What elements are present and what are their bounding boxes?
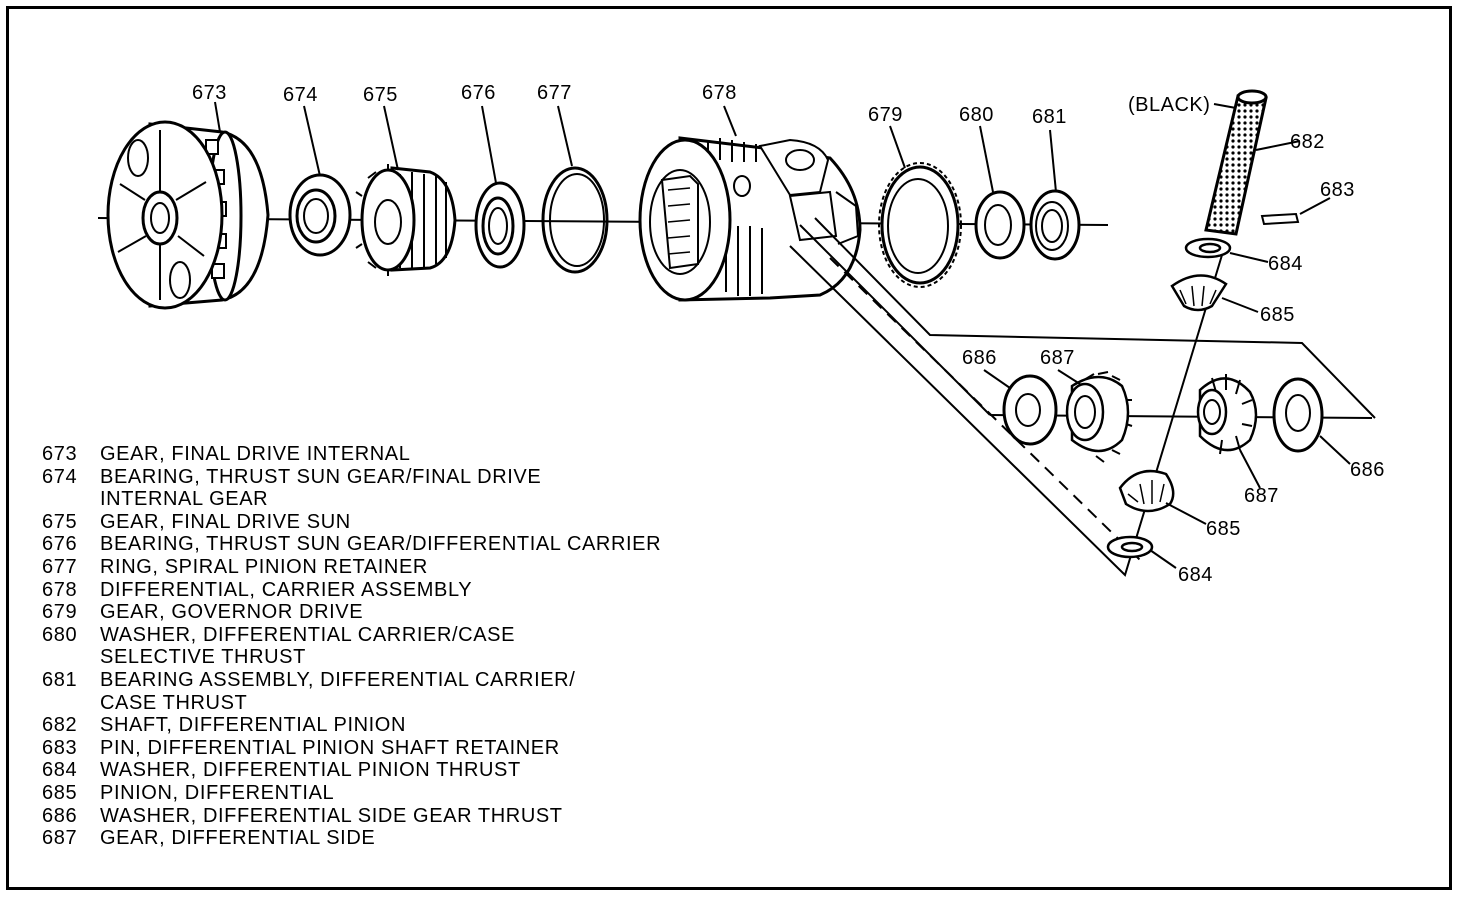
callout-678: 678 xyxy=(702,82,737,104)
legend-part-description: PINION, DIFFERENTIAL xyxy=(100,781,335,804)
callout-679: 679 xyxy=(868,104,903,126)
legend-part-description: GEAR, DIFFERENTIAL SIDE xyxy=(100,827,376,850)
final-drive-internal-gear xyxy=(106,120,270,310)
legend-part-description: DIFFERENTIAL, CARRIER ASSEMBLY xyxy=(100,578,473,601)
legend-part-number: 678 xyxy=(42,578,78,601)
legend-item: 675 GEAR, FINAL DRIVE SUN xyxy=(42,511,661,534)
legend-part-number: 676 xyxy=(42,533,78,556)
legend-part-number: 674 xyxy=(42,465,78,488)
legend-item: 682 SHAFT, DIFFERENTIAL PINION xyxy=(42,714,661,737)
legend-part-description: RING, SPIRAL PINION RETAINER xyxy=(100,555,428,578)
legend-part-description: GEAR, GOVERNOR DRIVE xyxy=(100,601,364,624)
legend-part-number: 675 xyxy=(42,510,78,533)
thrust-bearing-674 xyxy=(288,173,352,257)
callout-673: 673 xyxy=(192,82,227,104)
callout-685-lower: 685 xyxy=(1206,518,1241,540)
callout-labels: 673 674 675 676 677 678 679 680 681 (BLA… xyxy=(192,82,1385,586)
callout-683: 683 xyxy=(1320,179,1355,201)
legend-part-number: 685 xyxy=(42,781,78,804)
governor-drive-gear xyxy=(878,162,962,288)
legend-item: 674 BEARING, THRUST SUN GEAR/FINAL DRIVE … xyxy=(42,466,661,511)
legend-part-description: WASHER, DIFFERENTIAL PINION THRUST xyxy=(100,759,521,782)
legend-part-number: 681 xyxy=(42,668,78,691)
legend-part-description: GEAR, FINAL DRIVE SUN xyxy=(100,510,351,533)
legend-item: 680 WASHER, DIFFERENTIAL CARRIER/CASE SEL… xyxy=(42,624,661,669)
legend-part-description: PIN, DIFFERENTIAL PINION SHAFT RETAINER xyxy=(100,736,560,759)
differential-pinion-lower xyxy=(1118,469,1175,513)
spiral-retainer-ring xyxy=(541,166,609,274)
differential-pinion-upper xyxy=(1170,274,1228,312)
legend-part-number: 687 xyxy=(42,827,78,850)
final-drive-sun-gear xyxy=(355,164,457,276)
callout-687-right: 687 xyxy=(1244,485,1279,507)
legend-part-number: 673 xyxy=(42,443,78,465)
legend-item: 681 BEARING ASSEMBLY, DIFFERENTIAL CARRIE… xyxy=(42,669,661,714)
legend-part-number: 684 xyxy=(42,759,78,782)
callout-684-upper: 684 xyxy=(1268,253,1303,275)
differential-pinion-shaft xyxy=(1204,89,1268,236)
pinion-thrust-washer-lower xyxy=(1106,535,1154,559)
callout-686-right: 686 xyxy=(1350,459,1385,481)
legend-item: 677 RING, SPIRAL PINION RETAINER xyxy=(42,556,661,579)
callout-682: 682 xyxy=(1290,131,1325,153)
legend-part-number: 686 xyxy=(42,804,78,827)
differential-carrier-assembly xyxy=(638,136,862,302)
pinion-thrust-washer-upper xyxy=(1184,237,1232,259)
legend-part-description: SHAFT, DIFFERENTIAL PINION xyxy=(100,714,407,737)
legend-part-number: 679 xyxy=(42,601,78,624)
legend-part-description: BEARING ASSEMBLY, DIFFERENTIAL CARRIER/ … xyxy=(100,668,576,714)
legend-item: 683 PIN, DIFFERENTIAL PINION SHAFT RETAIN… xyxy=(42,737,661,760)
diagram-frame xyxy=(6,6,1452,890)
callout-675: 675 xyxy=(363,84,398,106)
callout-684-lower: 684 xyxy=(1178,564,1213,586)
legend-item: 687 GEAR, DIFFERENTIAL SIDE xyxy=(42,827,661,850)
leader-lines xyxy=(214,101,1351,569)
callout-674: 674 xyxy=(283,84,318,106)
side-gear-left xyxy=(1065,371,1133,463)
legend-part-description: WASHER, DIFFERENTIAL SIDE GEAR THRUST xyxy=(100,804,563,827)
callout-687-left: 687 xyxy=(1040,347,1075,369)
legend-item: 676 BEARING, THRUST SUN GEAR/DIFFERENTIAL… xyxy=(42,533,661,556)
side-gear-thrust-washer-left xyxy=(1002,374,1058,446)
pinion-shaft-retainer-pin xyxy=(1260,212,1300,226)
legend-part-description: GEAR, FINAL DRIVE INTERNAL xyxy=(100,443,411,465)
legend-item: 686 WASHER, DIFFERENTIAL SIDE GEAR THRUST xyxy=(42,805,661,828)
legend-part-description: WASHER, DIFFERENTIAL CARRIER/CASE SELECT… xyxy=(100,623,516,669)
side-gear-thrust-washer-right xyxy=(1272,377,1324,453)
side-gear-right xyxy=(1196,374,1258,455)
callout-686-left: 686 xyxy=(962,347,997,369)
legend-part-number: 683 xyxy=(42,736,78,759)
legend-item: 684 WASHER, DIFFERENTIAL PINION THRUST xyxy=(42,759,661,782)
legend-item: 678 DIFFERENTIAL, CARRIER ASSEMBLY xyxy=(42,579,661,602)
thrust-bearing-676 xyxy=(474,181,526,269)
legend-part-number: 677 xyxy=(42,555,78,578)
legend-item: 685 PINION, DIFFERENTIAL xyxy=(42,782,661,805)
legend-part-description: BEARING, THRUST SUN GEAR/FINAL DRIVE INT… xyxy=(100,465,542,511)
legend-part-number: 682 xyxy=(42,714,78,737)
bearing-assembly-681 xyxy=(1029,189,1081,261)
callout-676: 676 xyxy=(461,82,496,104)
callout-680: 680 xyxy=(959,104,994,126)
callout-685-upper: 685 xyxy=(1260,304,1295,326)
legend-item: 679 GEAR, GOVERNOR DRIVE xyxy=(42,601,661,624)
callout-black: (BLACK) xyxy=(1128,94,1210,116)
thrust-washer-680 xyxy=(974,190,1026,260)
legend-part-number: 680 xyxy=(42,623,78,646)
callout-681: 681 xyxy=(1032,106,1067,128)
legend-part-description: BEARING, THRUST SUN GEAR/DIFFERENTIAL CA… xyxy=(100,533,662,556)
callout-677: 677 xyxy=(537,82,572,104)
legend-item: 673 GEAR, FINAL DRIVE INTERNAL xyxy=(42,443,661,466)
